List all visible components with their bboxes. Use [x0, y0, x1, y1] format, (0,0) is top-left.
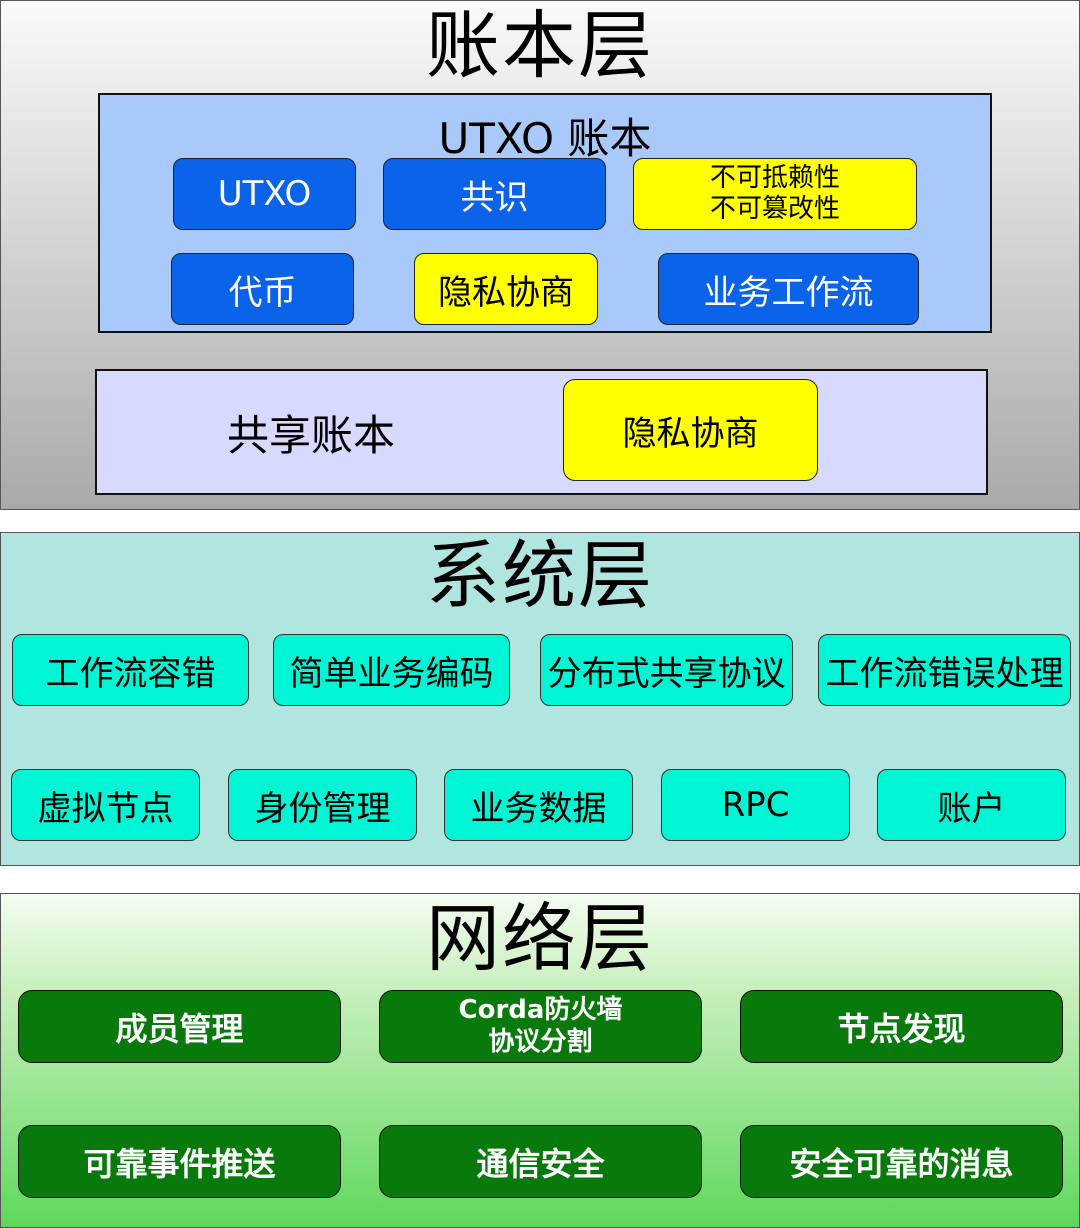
ledger-layer: 账本层 UTXO 账本 UTXO 共识 不可抵赖性 不可篡改性 代币 隐私协商 …	[0, 0, 1080, 510]
rpc-box: RPC	[661, 769, 850, 841]
system-layer-title: 系统层	[426, 533, 654, 619]
distributed-sharing-protocol-box: 分布式共享协议	[540, 634, 793, 706]
utxo-box: UTXO	[173, 158, 356, 230]
non-repudiation-text: 不可抵赖性	[709, 162, 840, 193]
network-layer-title: 网络层	[426, 896, 654, 982]
member-management-box: 成员管理	[18, 990, 341, 1063]
node-discovery-box: 节点发现	[740, 990, 1063, 1063]
business-data-box: 业务数据	[444, 769, 633, 841]
immutability-box: 不可抵赖性 不可篡改性	[633, 158, 917, 230]
corda-firewall-text: Corda防火墙	[458, 995, 623, 1026]
ledger-layer-title: 账本层	[426, 3, 654, 89]
simple-business-coding-box: 简单业务编码	[273, 634, 510, 706]
reliable-event-push-box: 可靠事件推送	[18, 1125, 341, 1198]
privacy-negotiation-box: 隐私协商	[414, 253, 598, 325]
token-box: 代币	[171, 253, 354, 325]
account-box: 账户	[877, 769, 1066, 841]
corda-firewall-box: Corda防火墙 协议分割	[379, 990, 702, 1063]
utxo-ledger-title: UTXO 账本	[438, 114, 652, 163]
workflow-error-handling-box: 工作流错误处理	[818, 634, 1071, 706]
protocol-split-text: 协议分割	[488, 1026, 593, 1057]
virtual-node-box: 虚拟节点	[11, 769, 200, 841]
workflow-fault-tolerance-box: 工作流容错	[12, 634, 249, 706]
system-layer: 系统层 工作流容错 简单业务编码 分布式共享协议 工作流错误处理 虚拟节点 身份…	[0, 532, 1080, 866]
secure-reliable-messaging-box: 安全可靠的消息	[740, 1125, 1063, 1198]
shared-privacy-negotiation-box: 隐私协商	[563, 379, 818, 481]
business-workflow-box: 业务工作流	[658, 253, 919, 325]
identity-management-box: 身份管理	[228, 769, 417, 841]
consensus-box: 共识	[383, 158, 606, 230]
shared-ledger-title: 共享账本	[227, 410, 396, 460]
communication-security-box: 通信安全	[379, 1125, 702, 1198]
network-layer: 网络层 成员管理 Corda防火墙 协议分割 节点发现 可靠事件推送 通信安全 …	[0, 893, 1080, 1228]
tamper-proof-text: 不可篡改性	[709, 194, 840, 224]
shared-ledger-panel: 共享账本	[95, 369, 988, 495]
